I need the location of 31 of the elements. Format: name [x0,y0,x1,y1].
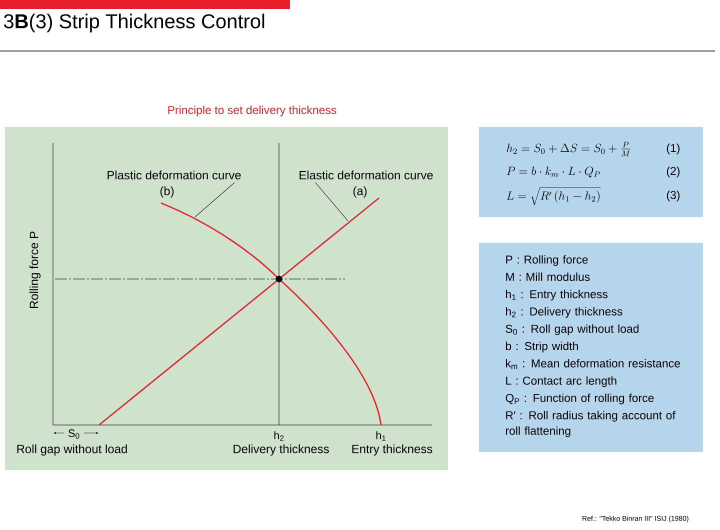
page-title: 3B(3) Strip Thickness Control [4,14,264,32]
axis-label: Rolling force P [29,232,41,308]
symbol-definition: M : Mill modulus [506,272,590,281]
symbol-definition: b : Strip width [506,342,578,352]
tick-label: h$_{2}$ [274,431,284,441]
axis-label: Entry thickness [352,444,432,456]
axis-label: Delivery thickness [234,444,329,456]
formula: $P = b \cdot k_m \cdot L \cdot Q_P$ [506,166,600,178]
axis-label: Roll gap without load [17,444,127,456]
symbol-definition: P : Rolling force [506,255,588,266]
equation-number: (2) [666,166,680,178]
curve-tag: (b) [160,186,174,198]
symbol-definition: h$_{2}$ : Delivery thickness [506,307,622,318]
formula: $L = \sqrt{R' \,(h_1 - h_2)}$ [506,187,601,206]
symbol-definition: Q$_{P}$ : Function of rolling force [506,394,654,404]
curve-label: Plastic deformation curve [108,170,241,180]
symbol-definition: h$_{1}$ : Entry thickness [506,290,608,301]
symbol-definition: R′ : Roll radius taking account of roll flattening [506,410,676,438]
symbol-definition: L : Contact arc length [506,376,616,388]
equation-number: (1) [666,144,680,154]
formula: $h_2 = S_0 + \Delta S = S_0 + \frac{P}{M}$ [506,142,630,156]
dimension-label: S$_{0}$ [68,429,80,439]
symbol-definition: S$_{0}$ : Roll gap without load [506,324,639,336]
symbol-definition: k$_{m}$ : Mean deformation resistance [506,359,680,370]
tick-label: h$_{1}$ [376,431,386,441]
leader-line [315,182,348,222]
leader-line [194,182,235,218]
curve-label: Elastic deformation curve [300,170,433,180]
panel-heading: Principle to set delivery thickness [168,106,336,116]
curve-tag: (a) [353,186,367,198]
equation-number: (3) [666,190,680,202]
